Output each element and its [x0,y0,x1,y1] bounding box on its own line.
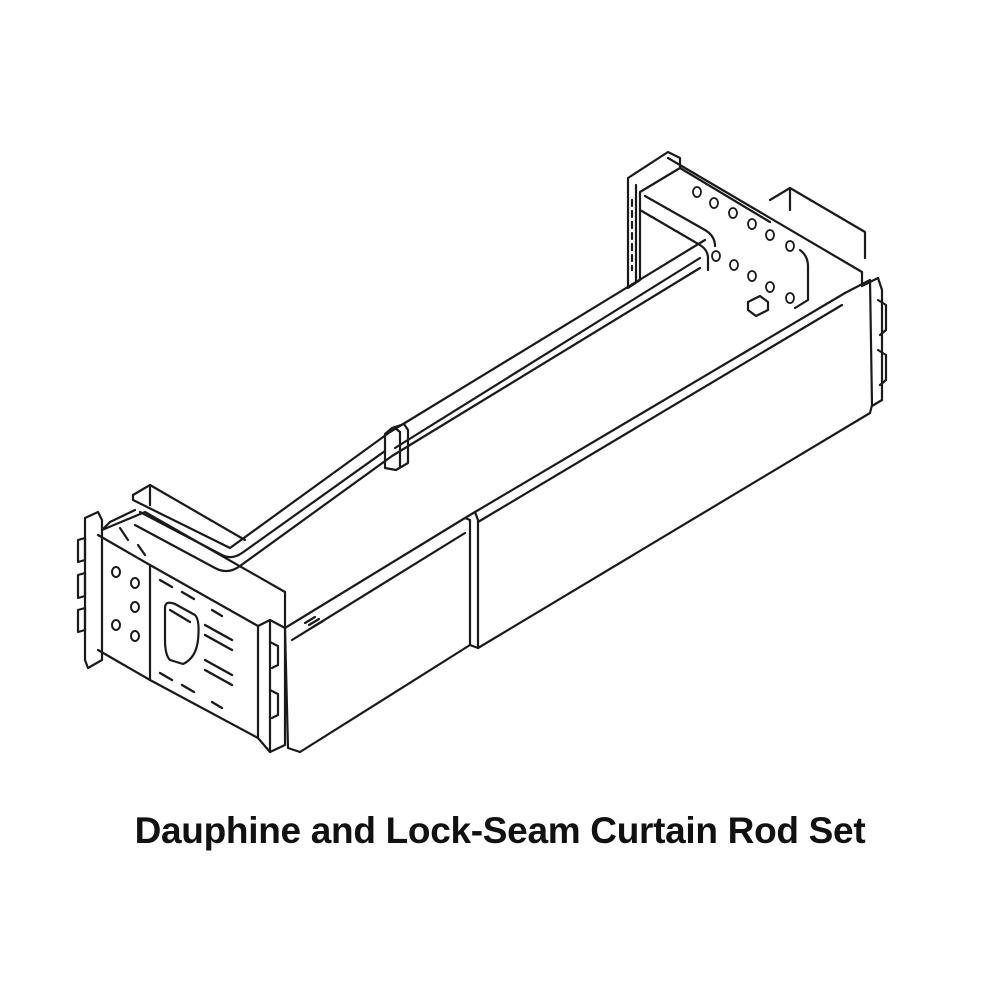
front-rod [285,278,886,752]
back-rod [133,240,705,571]
curtain-rod-illustration [0,0,1000,800]
left-bracket [78,510,285,752]
right-bracket [628,152,865,316]
product-caption: Dauphine and Lock-Seam Curtain Rod Set [134,810,866,851]
